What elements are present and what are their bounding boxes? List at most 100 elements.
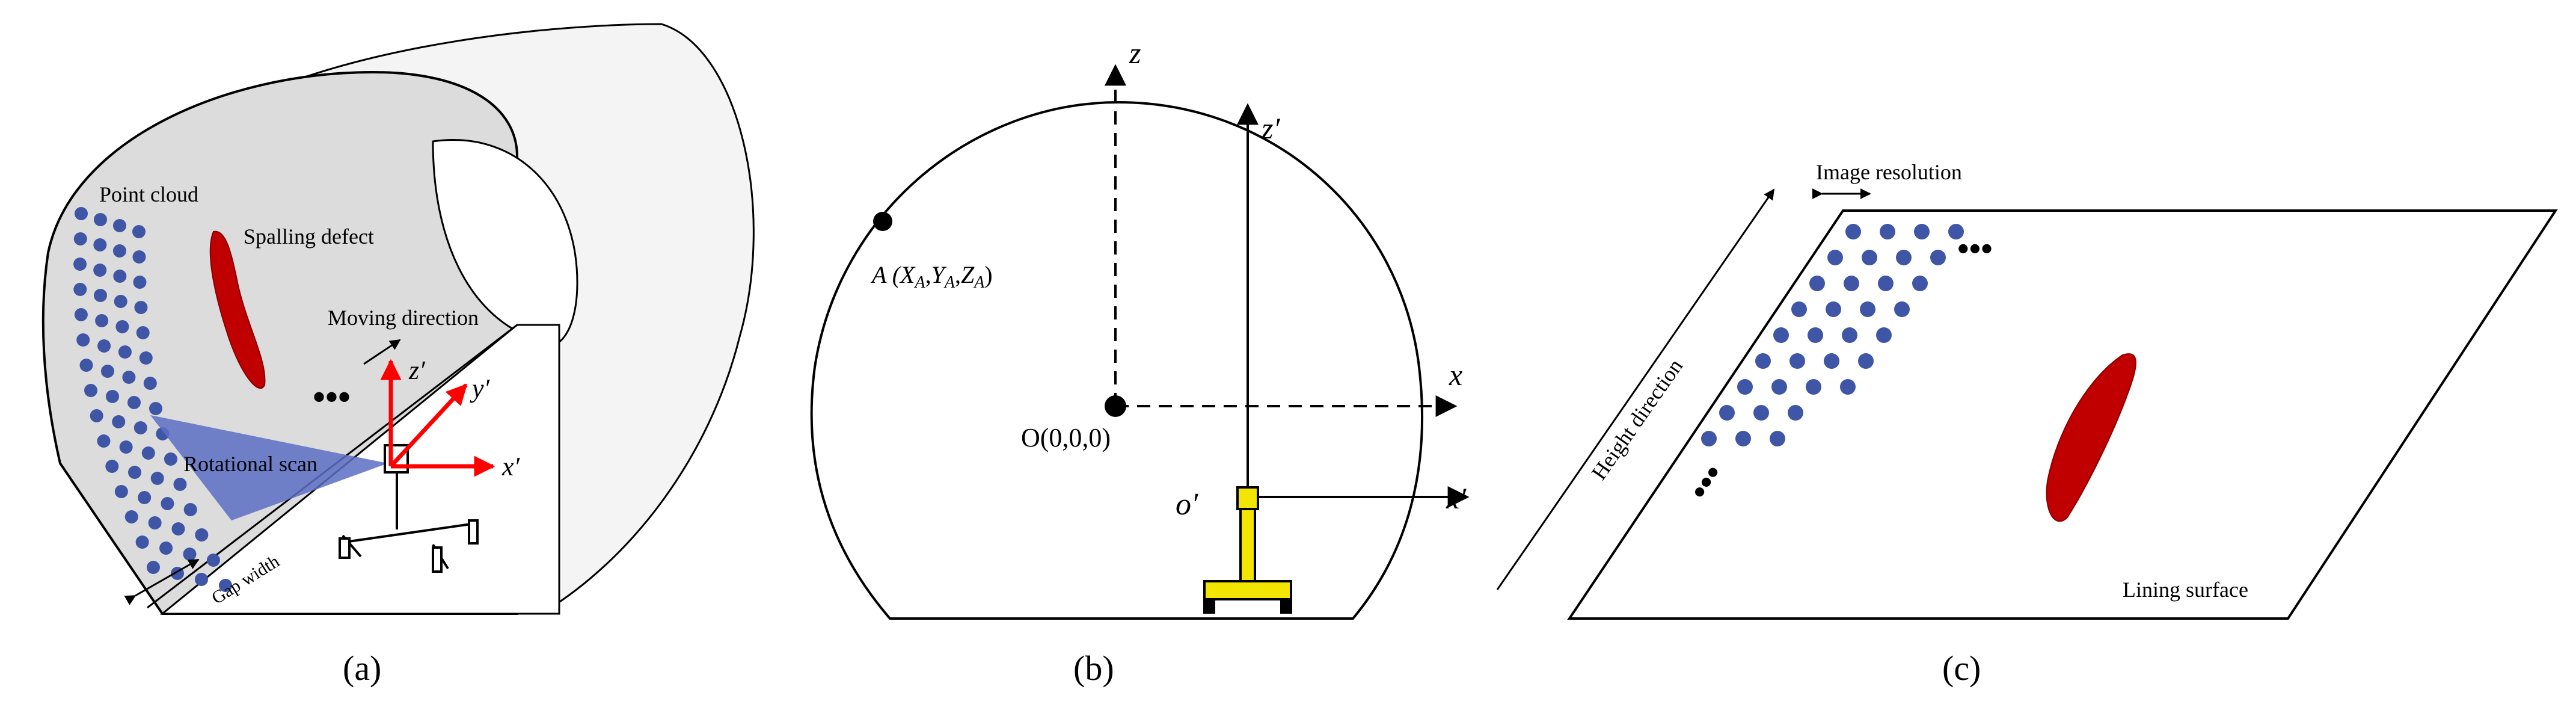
point-dot xyxy=(1719,405,1735,421)
point-dot xyxy=(115,320,129,333)
point-dot xyxy=(1788,405,1803,421)
point-dot xyxy=(112,244,126,258)
local-origin-label: o′ xyxy=(1176,487,1199,522)
point-dot xyxy=(133,276,147,289)
height-direction-arrow xyxy=(1496,188,1775,590)
point-dot xyxy=(127,396,141,409)
point-dot xyxy=(75,207,88,220)
point-dot xyxy=(1880,224,1895,239)
point-dot xyxy=(79,359,93,372)
point-dot xyxy=(1755,353,1771,369)
point-dot xyxy=(1948,224,1964,239)
point-dot xyxy=(134,301,148,314)
point-dot xyxy=(173,478,187,491)
point-dot xyxy=(93,238,107,252)
spalling-defect-a xyxy=(209,230,266,389)
point-dot xyxy=(136,326,150,339)
point-dot xyxy=(1912,276,1928,291)
point-dot xyxy=(1862,250,1877,265)
point-dot xyxy=(1753,405,1769,421)
point-dot xyxy=(95,314,109,327)
point-dot xyxy=(1827,250,1843,265)
axis-y-prime-label-a: y′ xyxy=(470,374,491,403)
point-a-label: A (XA,YA,ZA) xyxy=(870,261,993,292)
rotational-scan-fan xyxy=(150,415,388,520)
point-dot xyxy=(1894,301,1910,317)
point-dot xyxy=(1770,431,1785,446)
point-dot xyxy=(149,402,162,415)
panel-b: z x z′ x′ O(0,0,0) o′ A (XA,YA,ZA) (b) xyxy=(810,36,1470,688)
caption-c: (c) xyxy=(1942,649,1981,688)
ellipsis-a: ••• xyxy=(313,377,351,417)
caption-a: (a) xyxy=(343,649,381,688)
point-dot xyxy=(1860,301,1875,317)
point-dot xyxy=(112,415,126,428)
image-pixels xyxy=(1701,224,1964,446)
point-dot xyxy=(1842,327,1857,343)
rotational-scan-label: Rotational scan xyxy=(183,452,317,476)
point-dot xyxy=(164,452,177,466)
point-dot xyxy=(161,497,174,510)
point-dot xyxy=(183,503,197,516)
point-dot xyxy=(76,333,90,347)
panel-c: Image resolution Height direction Lining… xyxy=(1496,160,2558,688)
axis-x-prime-label-a: x′ xyxy=(501,452,521,481)
point-dot xyxy=(219,579,232,592)
point-dot xyxy=(1806,379,1821,395)
point-dot xyxy=(73,258,87,271)
point-dot xyxy=(1826,301,1841,317)
point-dot xyxy=(119,440,133,454)
origin-label: O(0,0,0) xyxy=(1021,423,1111,452)
point-dot xyxy=(97,434,111,448)
point-dot xyxy=(132,225,146,238)
point-dot xyxy=(206,554,220,567)
point-dot xyxy=(97,339,111,353)
point-dot xyxy=(159,542,173,555)
point-dot xyxy=(143,377,157,390)
point-dot xyxy=(1896,250,1912,265)
point-dot xyxy=(195,573,208,586)
spalling-defect-label: Spalling defect xyxy=(244,224,374,248)
point-dot xyxy=(141,446,155,460)
point-dot xyxy=(171,522,185,535)
point-dot xyxy=(1845,224,1861,239)
image-resolution-label: Image resolution xyxy=(1816,160,1962,184)
origin-point xyxy=(1105,395,1126,417)
point-dot xyxy=(138,491,152,504)
point-dot xyxy=(1771,379,1787,395)
point-dot xyxy=(1809,276,1825,291)
point-dot xyxy=(93,289,107,302)
spalling-defect-c xyxy=(2046,353,2136,522)
axis-x-prime-label: x′ xyxy=(1446,481,1467,515)
point-cloud-label: Point cloud xyxy=(99,182,198,206)
point-dot xyxy=(128,466,142,479)
point-dot xyxy=(1876,327,1892,343)
gap-width-arrow xyxy=(124,558,200,605)
point-dot xyxy=(1737,379,1753,395)
point-dot xyxy=(148,516,162,529)
tunnel-cross-section xyxy=(810,100,1424,620)
point-dot xyxy=(147,561,160,574)
point-dot xyxy=(1824,353,1839,369)
point-dot xyxy=(195,528,209,542)
point-dot xyxy=(1878,276,1894,291)
point-dot xyxy=(1701,431,1717,446)
point-dot xyxy=(135,535,149,549)
point-dot xyxy=(1930,250,1946,265)
axis-x-label: x xyxy=(1449,358,1462,392)
point-dot xyxy=(1789,353,1805,369)
point-dot xyxy=(105,460,119,473)
lining-surface xyxy=(1567,209,2558,620)
point-dot xyxy=(139,351,153,365)
point-dot xyxy=(113,270,127,283)
point-dot xyxy=(73,232,87,245)
point-dot xyxy=(183,548,197,561)
point-dot xyxy=(114,295,127,308)
point-dot xyxy=(1791,301,1807,317)
local-axes-a xyxy=(380,359,495,477)
lining-surface-label: Lining surface xyxy=(2123,578,2248,602)
point-dot xyxy=(132,250,146,264)
point-dot xyxy=(124,510,138,523)
point-dot xyxy=(1773,327,1789,343)
point-dot xyxy=(118,345,132,359)
